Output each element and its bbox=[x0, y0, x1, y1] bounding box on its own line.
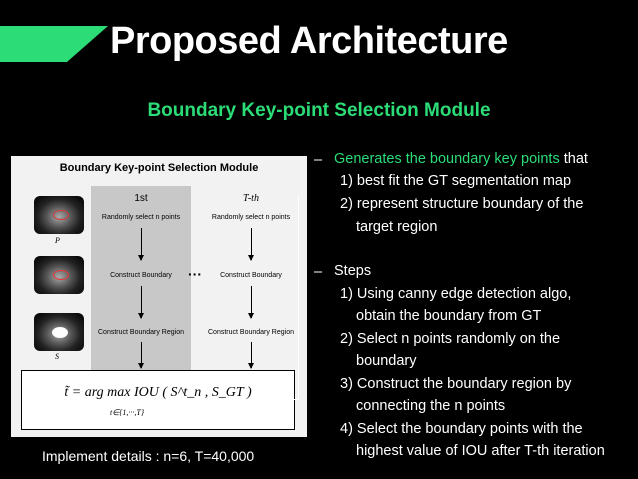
bullet-dash-2: – bbox=[314, 264, 323, 280]
bullet-2: Steps bbox=[334, 263, 372, 279]
step-item: 3) Construct the boundary region by bbox=[340, 376, 572, 392]
iou-formula: t̃ = arg max IOU ( S^t_n , S_GT ) bbox=[64, 385, 252, 400]
mri-scan-boundary-image bbox=[34, 256, 84, 294]
col1-region-text: Construct Boundary Region bbox=[98, 329, 184, 336]
step-item: highest value of IOU after T-th iteratio… bbox=[356, 443, 605, 459]
bullet-dash-1: – bbox=[314, 152, 323, 168]
bullet-1-lead: Generates the boundary key points bbox=[334, 151, 560, 167]
label-p: P bbox=[55, 236, 60, 245]
connector-line bbox=[287, 399, 299, 400]
col2-region-text: Construct Boundary Region bbox=[208, 329, 294, 336]
col1-construct-text: Construct Boundary bbox=[110, 272, 172, 279]
step-item: obtain the boundary from GT bbox=[356, 308, 542, 324]
bullet-1-item: 2) represent structure boundary of the bbox=[340, 196, 584, 212]
step-item: boundary bbox=[356, 353, 417, 369]
architecture-diagram: Boundary Key-point Selection Module P S … bbox=[11, 156, 307, 437]
iou-formula-subscript: t∈{1,···,T} bbox=[110, 408, 145, 417]
step-item: 2) Select n points randomly on the bbox=[340, 331, 561, 347]
step-item: 4) Select the boundary points with the bbox=[340, 421, 583, 437]
connector-line-vertical bbox=[298, 196, 299, 400]
slide-title: Proposed Architecture bbox=[110, 20, 508, 62]
col2-construct-text: Construct Boundary bbox=[220, 272, 282, 279]
bullet-1-item: target region bbox=[356, 219, 438, 235]
mri-scan-region-image bbox=[34, 313, 84, 351]
step-item: 1) Using canny edge detection algo, bbox=[340, 286, 572, 302]
iou-formula-box: t̃ = arg max IOU ( S^t_n , S_GT ) t∈{1,·… bbox=[21, 370, 295, 430]
iteration-ellipsis: ··· bbox=[188, 266, 202, 282]
label-s: S bbox=[55, 352, 59, 361]
slide-subtitle: Boundary Key-point Selection Module bbox=[147, 100, 491, 121]
col1-arrow-1 bbox=[138, 228, 144, 261]
bullet-1-item: 1) best fit the GT segmentation map bbox=[340, 173, 572, 189]
col1-arrow-3 bbox=[138, 342, 144, 369]
implementation-details: Implement details : n=6, T=40,000 bbox=[42, 448, 255, 464]
col2-arrow-2 bbox=[248, 286, 254, 319]
col2-arrow-3 bbox=[248, 342, 254, 369]
diagram-title: Boundary Key-point Selection Module bbox=[59, 162, 259, 174]
col2-select-text: Randomly select n points bbox=[211, 214, 291, 221]
step-item: connecting the n points bbox=[356, 398, 506, 414]
col1-arrow-2 bbox=[138, 286, 144, 319]
col2-arrow-1 bbox=[248, 228, 254, 261]
col1-heading: 1st bbox=[134, 193, 148, 204]
col1-select-text: Randomly select n points bbox=[101, 214, 181, 221]
title-accent-bar bbox=[0, 26, 108, 62]
bullet-1: Generates the boundary key points that bbox=[334, 148, 588, 170]
mri-scan-image bbox=[34, 196, 84, 234]
bullet-1-tail: that bbox=[559, 151, 588, 167]
col2-heading: T-th bbox=[243, 193, 259, 204]
